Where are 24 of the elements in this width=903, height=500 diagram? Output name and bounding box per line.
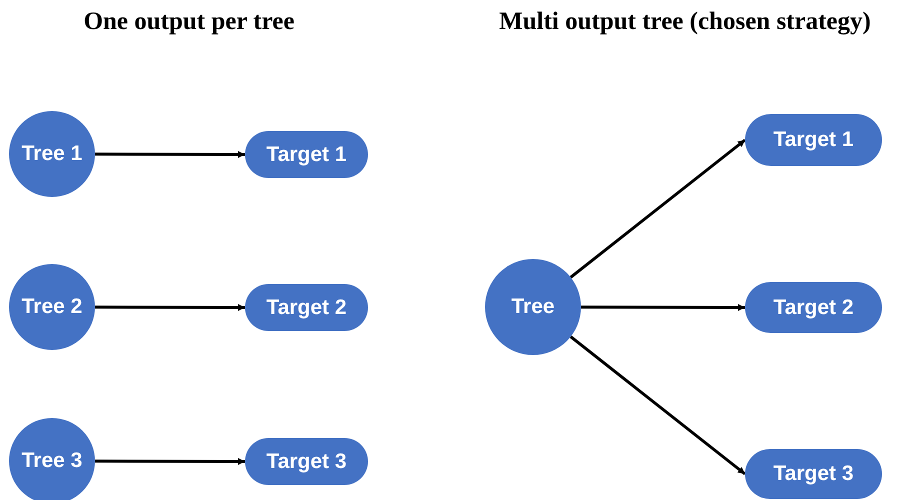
node-label: Target 2 — [773, 296, 854, 320]
target-pill — [745, 282, 882, 333]
section-heading: Multi output tree (chosen strategy) — [499, 8, 871, 36]
node-label: Target 3 — [773, 462, 854, 486]
arrow — [581, 304, 745, 311]
node-label: Tree 1 — [22, 142, 82, 166]
node-label: Target 3 — [266, 450, 347, 474]
target-pill — [245, 438, 368, 485]
target-pill — [245, 284, 368, 331]
node-label: Target 2 — [266, 296, 347, 320]
arrow — [95, 150, 245, 158]
node-label: Target 1 — [266, 142, 347, 166]
target-pill — [745, 114, 882, 166]
target-pill — [245, 131, 368, 178]
arrow — [95, 304, 245, 311]
section-heading: One output per tree — [84, 8, 294, 36]
arrow — [95, 458, 245, 465]
target-pill — [745, 449, 882, 499]
node-label: Tree 2 — [22, 295, 82, 319]
node-label: Tree 3 — [22, 449, 82, 473]
node-label: Target 1 — [773, 128, 854, 152]
arrow — [570, 138, 746, 278]
node-label: Tree — [511, 295, 555, 319]
arrow — [570, 336, 746, 476]
